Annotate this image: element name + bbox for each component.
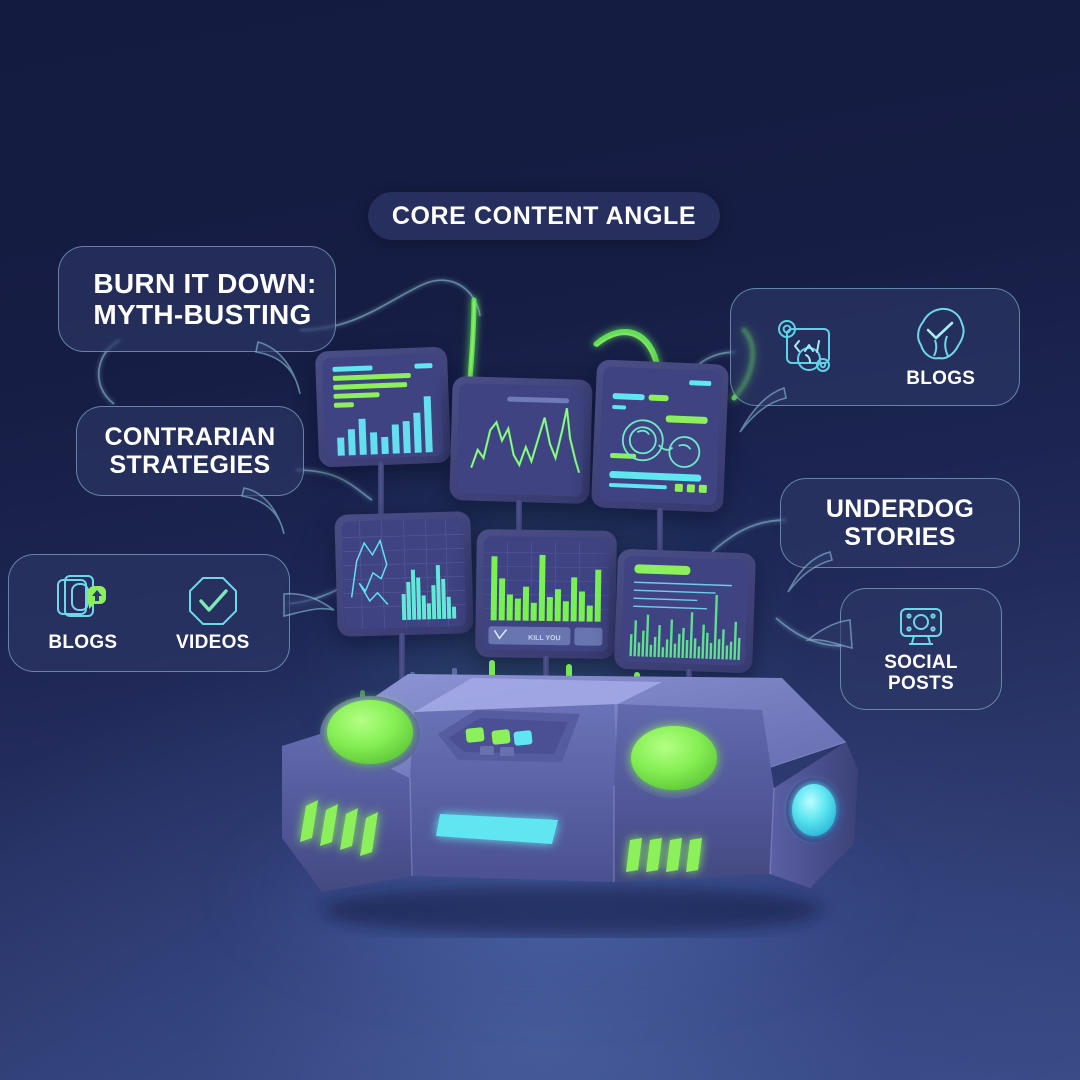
blogs-right-item-label: BLOGS bbox=[906, 368, 976, 390]
keypad-key-4 bbox=[480, 746, 494, 755]
dashboard-screen-2[interactable] bbox=[449, 376, 593, 504]
page-title: CORE CONTENT ANGLE bbox=[368, 192, 720, 240]
console-left-segment bbox=[282, 734, 412, 892]
cyan-light-strip bbox=[436, 814, 558, 844]
callout-media-left-icons: BLOGS VIDEOS bbox=[9, 555, 289, 671]
social-posts-icon bbox=[900, 607, 942, 645]
dashboard-screen-4[interactable] bbox=[334, 511, 474, 637]
social-posts-item[interactable]: SOCIAL POSTS bbox=[884, 606, 958, 694]
screen-3-display bbox=[598, 366, 722, 506]
control-console[interactable] bbox=[262, 638, 872, 938]
console-keypad[interactable] bbox=[438, 710, 580, 762]
right-round-button[interactable] bbox=[624, 722, 724, 798]
screen-3-diagram bbox=[598, 366, 722, 506]
console-body bbox=[282, 674, 858, 936]
screen-5-display: KILL YOU bbox=[482, 536, 610, 652]
cyan-end-light[interactable] bbox=[786, 778, 842, 842]
screen-6-display bbox=[621, 555, 749, 667]
dashboard-screen-1[interactable] bbox=[314, 346, 452, 468]
screen-1-display bbox=[322, 353, 444, 461]
blogs-right-item-blob[interactable]: BLOGS bbox=[906, 306, 975, 390]
callout-myth-busting-label: BURN IT DOWN: MYTH-BUSTING bbox=[93, 267, 317, 330]
code-window-icon bbox=[777, 320, 830, 372]
callout-social-posts[interactable]: SOCIAL POSTS bbox=[840, 588, 1002, 710]
keypad-key-5 bbox=[500, 747, 514, 756]
callout-blogs-right-icons: BLOGS bbox=[731, 289, 1019, 405]
bar-series bbox=[337, 396, 433, 456]
blogs-right-item-code[interactable] bbox=[775, 317, 839, 379]
screen-4-display bbox=[341, 518, 467, 630]
callout-myth-busting[interactable]: BURN IT DOWN: MYTH-BUSTING bbox=[58, 246, 336, 352]
dashboard-screen-6[interactable] bbox=[613, 548, 757, 674]
screen-5-chart: KILL YOU bbox=[482, 536, 610, 652]
page-title-text: CORE CONTENT ANGLE bbox=[391, 201, 697, 230]
media-item-blogs-label: BLOGS bbox=[48, 632, 118, 654]
media-item-videos[interactable]: VIDEOS bbox=[176, 574, 250, 654]
left-round-button[interactable] bbox=[320, 696, 420, 772]
dashboard-screen-5[interactable]: KILL YOU bbox=[475, 529, 617, 659]
keypad-key-3 bbox=[513, 730, 533, 746]
screen-4-stand bbox=[399, 633, 405, 687]
screen-2-display bbox=[456, 383, 586, 497]
social-posts-item-label: SOCIAL POSTS bbox=[884, 651, 958, 694]
screen-4-chart bbox=[341, 518, 467, 630]
callout-underdog[interactable]: UNDERDOG STORIES bbox=[780, 478, 1020, 568]
media-item-videos-label: VIDEOS bbox=[176, 632, 250, 654]
screen-1-chart bbox=[322, 353, 444, 461]
screen-5-taskbar-label: KILL YOU bbox=[528, 635, 561, 642]
callout-contrarian-label: CONTRARIAN STRATEGIES bbox=[104, 423, 276, 479]
blogs-icon bbox=[56, 575, 106, 618]
callout-social-posts-icons: SOCIAL POSTS bbox=[841, 589, 1001, 709]
blogs-blob-icon bbox=[916, 308, 965, 360]
callout-underdog-label: UNDERDOG STORIES bbox=[825, 495, 975, 551]
callout-contrarian[interactable]: CONTRARIAN STRATEGIES bbox=[76, 406, 304, 496]
videos-icon bbox=[188, 577, 237, 626]
dashboard-screen-3[interactable] bbox=[590, 359, 730, 513]
left-vent bbox=[300, 800, 378, 856]
screen-3-stand bbox=[657, 508, 663, 566]
callout-blogs-right[interactable]: BLOGS bbox=[730, 288, 1020, 406]
callout-media-left[interactable]: BLOGS VIDEOS bbox=[8, 554, 290, 672]
keypad-key-1 bbox=[465, 727, 485, 743]
screen-2-chart bbox=[456, 383, 586, 497]
legend-bars bbox=[332, 363, 433, 408]
screen-6-chart bbox=[621, 555, 749, 667]
callout-media-left-tail bbox=[283, 592, 335, 617]
right-vent bbox=[626, 838, 702, 872]
keypad-key-2 bbox=[491, 729, 511, 745]
screen-1-stand bbox=[378, 462, 384, 532]
console-middle-top-plate bbox=[414, 678, 662, 712]
media-item-blogs[interactable]: BLOGS bbox=[48, 574, 117, 654]
